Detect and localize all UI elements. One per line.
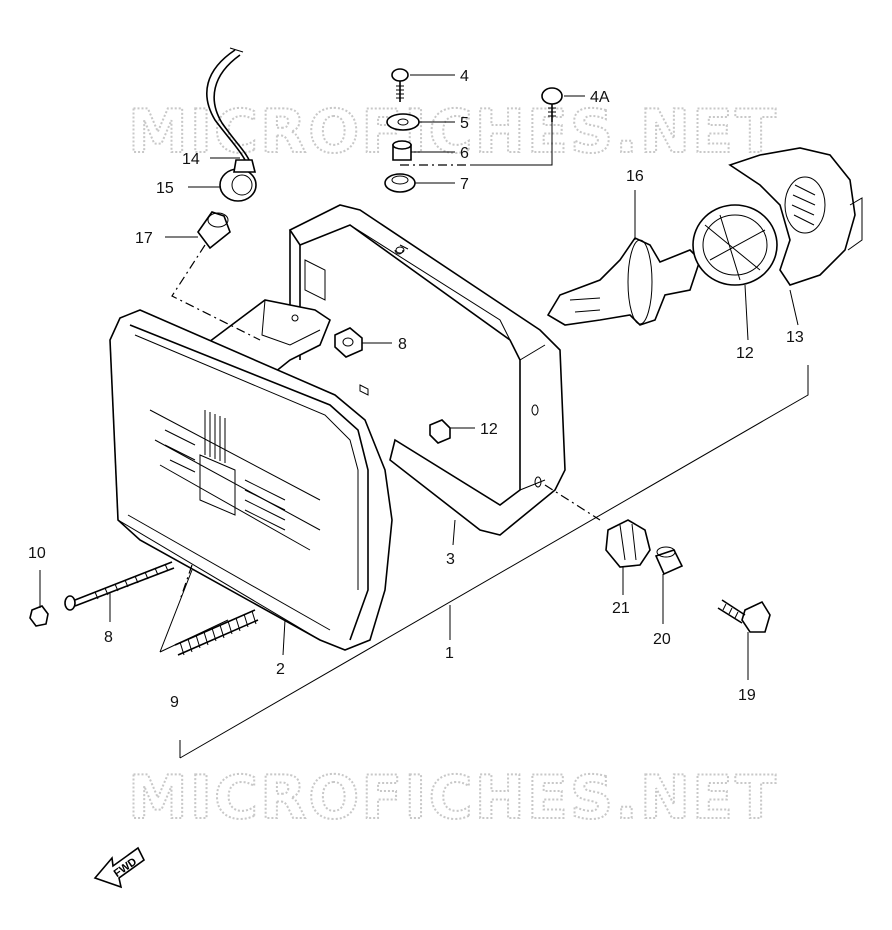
callout-7: 7	[460, 176, 469, 193]
bulb-socket[interactable]	[692, 204, 778, 286]
headlamp-lens-unit[interactable]	[109, 309, 393, 651]
callout-4: 4	[460, 68, 469, 85]
callout-16: 15	[156, 180, 174, 197]
nut-12[interactable]	[429, 419, 451, 444]
callout-8: 8	[398, 336, 407, 353]
callout-12: 12	[480, 421, 498, 438]
callout-2: 2	[276, 661, 285, 678]
callout-6: 6	[460, 145, 469, 162]
nut-11[interactable]	[29, 605, 49, 627]
bolt-19[interactable]	[717, 599, 771, 633]
watermark-top: MICROFICHES.NET	[128, 97, 778, 167]
callout-17: 16	[626, 168, 644, 185]
callout-10: 9	[170, 694, 179, 711]
nut-8[interactable]	[334, 327, 363, 358]
lens-pattern	[149, 409, 321, 551]
collar-20[interactable]	[654, 546, 684, 576]
headlight-bulb[interactable]	[546, 236, 701, 326]
washer-5[interactable]	[386, 113, 420, 131]
alignment-lines	[171, 164, 601, 601]
callout-21: 21	[612, 600, 630, 617]
bulb-cover[interactable]	[728, 147, 863, 286]
callout-9: 8	[104, 629, 113, 646]
callout-19: 19	[738, 687, 756, 704]
grommet-7[interactable]	[384, 173, 416, 193]
callout-14: 13	[786, 329, 804, 346]
fwd-arrow-icon: FWD	[93, 846, 146, 889]
screw-4a[interactable]	[541, 87, 563, 122]
cap-21[interactable]	[605, 519, 651, 568]
collar-6[interactable]	[392, 140, 412, 161]
callout-18: 17	[135, 230, 153, 247]
callout-20: 20	[653, 631, 671, 648]
wedge-bulb-18[interactable]	[197, 211, 231, 250]
screw-4[interactable]	[391, 68, 409, 102]
callout-1: 1	[445, 645, 454, 662]
callout-11: 10	[28, 545, 46, 562]
watermark-bottom: MICROFICHES.NET	[128, 763, 778, 833]
bulb-socket-16[interactable]	[219, 159, 257, 202]
adjusting-screw-9[interactable]	[64, 561, 175, 611]
leader-lines	[39, 74, 809, 759]
spring-10[interactable]	[174, 609, 259, 656]
callout-13: 12	[736, 345, 754, 362]
callout-15: 14	[182, 151, 200, 168]
callout-5: 5	[460, 115, 469, 132]
lamp-harness-wire[interactable]	[206, 47, 251, 163]
callout-labels: 4 4A 5 6 7 8 12 14 15 17 16 12 13 10 8 2…	[28, 68, 804, 711]
headlamp-housing[interactable]	[288, 204, 566, 536]
callout-4a: 4A	[590, 89, 610, 106]
callout-3: 3	[446, 551, 455, 568]
